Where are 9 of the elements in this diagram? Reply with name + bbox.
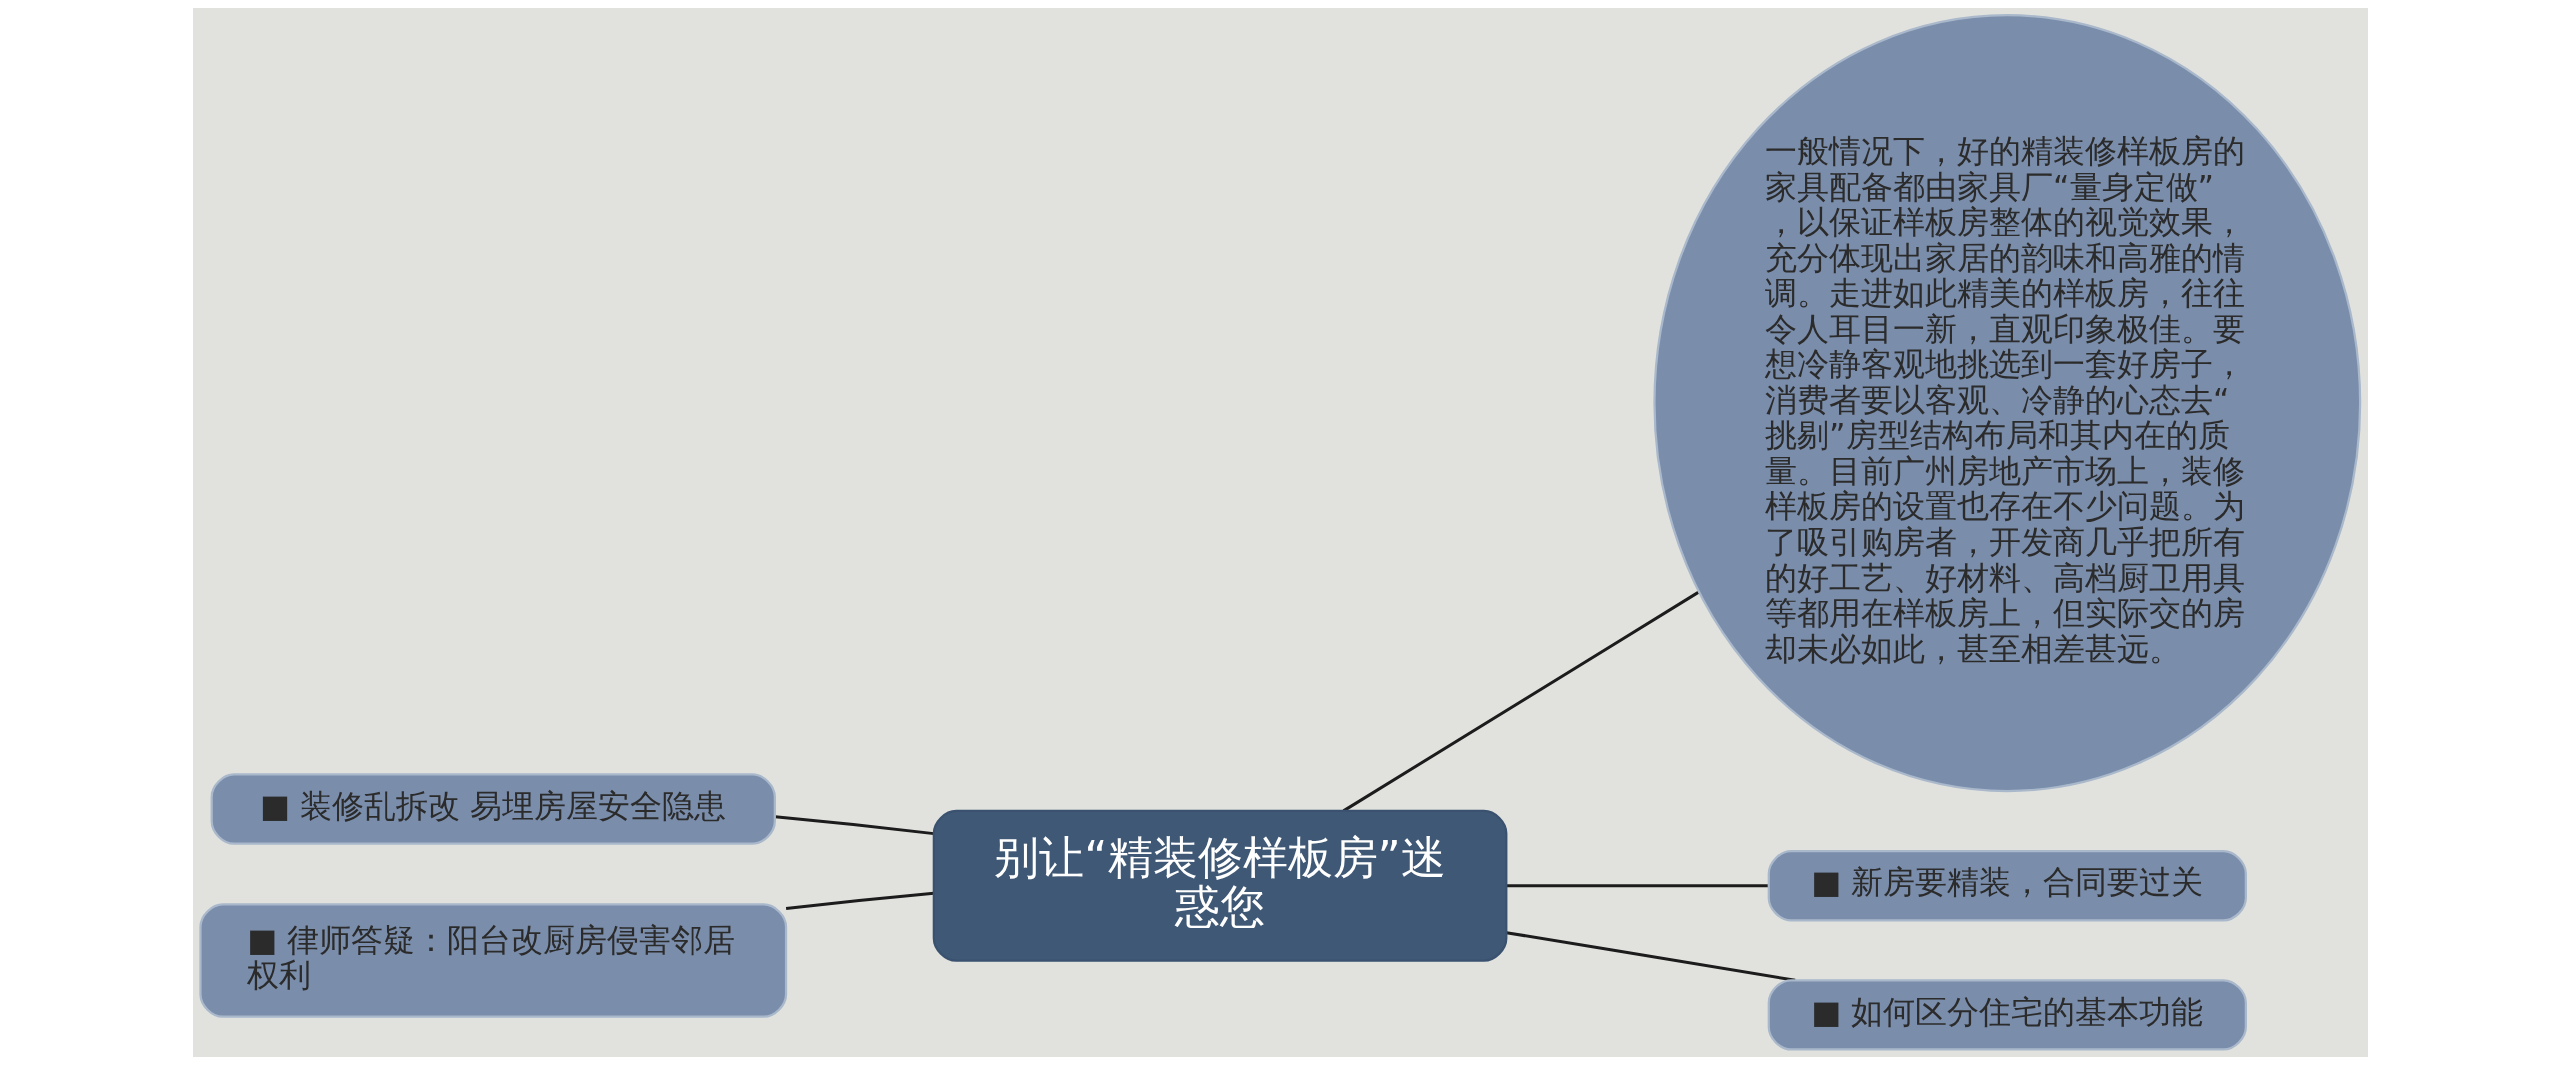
node-box: ■ 律师答疑：阳台改厨房侵害邻居权利 [198,903,787,1018]
connector [774,815,934,836]
node-box: ■ 新房要精装，合同要过关 [1767,850,2247,922]
connector [1505,884,1768,888]
node-box: 别让“精装修样板房”迷惑您 [932,809,1507,962]
node-circle: 一般情况下，好的精装修样板房的家具配备都由家具厂“量身定做”，以保证样板房整体的视觉效果，充分体现出家居的韵味和高雅的情调。走进如此精美的样板房，往往令人耳目一新，直观印象极佳。要想冷静客观地挑选到一套好房子，消费者要以客观、冷静的心态去“挑剔”房型结构布局和其内在的质量。目前广州房地产市场上，装修样板房的设置也存在不少问题。为了吸引购房者，开发商几乎把所有的好工艺、好材料、高档厨卫用具等都用在样板房上，但实际交的房却未必如此，甚至相差甚远。 [1652,14,2361,793]
node-box: ■ 装修乱拆改 易埋房屋安全隐患 [210,773,776,845]
node-box: ■ 如何区分住宅的基本功能 [1767,979,2247,1051]
connector [785,891,934,910]
